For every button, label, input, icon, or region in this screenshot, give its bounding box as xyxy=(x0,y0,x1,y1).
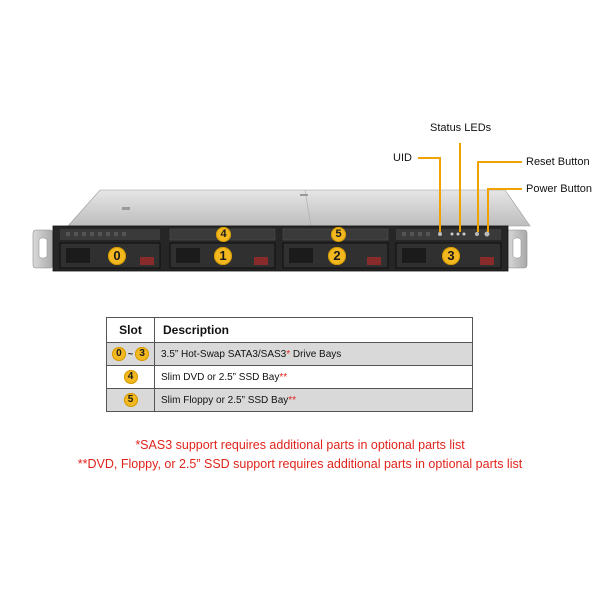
description-cell: Slim Floppy or 2.5” SSD Bay** xyxy=(154,388,473,412)
bay-badge-5: 5 xyxy=(331,227,346,242)
slot-range-separator: ~ xyxy=(127,349,134,359)
description-cell: Slim DVD or 2.5” SSD Bay** xyxy=(154,365,473,389)
slot-badge: 4 xyxy=(123,370,138,384)
table-row: 0 ~ 3 3.5” Hot-Swap SATA3/SAS3* Drive Ba… xyxy=(106,342,473,366)
slot-cell: 0 ~ 3 xyxy=(106,342,155,366)
table-header-row: Slot Description xyxy=(106,317,473,343)
status-leds-label: Status LEDs xyxy=(430,122,492,134)
footnote-sas3: *SAS3 support requires additional parts … xyxy=(135,438,465,452)
uid-label: UID xyxy=(393,152,412,164)
description-text: 3.5” Hot-Swap SATA3/SAS3 xyxy=(161,348,287,360)
slot-description-table: Slot Description 0 ~ 3 3.5” Hot-Swap SAT… xyxy=(106,317,473,412)
table-row: 5 Slim Floppy or 2.5” SSD Bay** xyxy=(106,388,473,412)
bay-badge-3: 3 xyxy=(442,247,460,265)
footnote-mark: ** xyxy=(279,371,288,383)
slot-badge: 5 xyxy=(123,393,138,407)
chassis-top-lid xyxy=(67,189,531,227)
description-text-suffix: Drive Bays xyxy=(290,348,342,360)
bay-badge-0: 0 xyxy=(108,247,126,265)
slot-badge-from: 0 xyxy=(111,347,126,361)
description-text: Slim DVD or 2.5” SSD Bay xyxy=(161,371,280,383)
slot-badge-to: 3 xyxy=(135,347,150,361)
table-row: 4 Slim DVD or 2.5” SSD Bay** xyxy=(106,365,473,389)
description-text: Slim Floppy or 2.5” SSD Bay xyxy=(161,394,289,406)
footnote-mark: ** xyxy=(288,394,297,406)
bay-badge-4: 4 xyxy=(216,227,231,242)
reset-button-label: Reset Button xyxy=(526,156,590,168)
description-column-header: Description xyxy=(154,317,473,343)
bay-badge-1: 1 xyxy=(214,247,232,265)
description-cell: 3.5” Hot-Swap SATA3/SAS3* Drive Bays xyxy=(154,342,473,366)
control-panel xyxy=(438,231,490,237)
bay-badge-2: 2 xyxy=(328,247,346,265)
reset-button-leader-line xyxy=(477,161,522,232)
uid-leader-line xyxy=(418,157,441,232)
power-button-label: Power Button xyxy=(526,183,593,195)
power-button-leader-line xyxy=(487,188,522,232)
slot-column-header: Slot xyxy=(106,317,155,343)
footnote-dvd-floppy-ssd: **DVD, Floppy, or 2.5” SSD support requi… xyxy=(77,457,523,471)
slot-cell: 4 xyxy=(106,365,155,389)
slot-cell: 5 xyxy=(106,388,155,412)
footnote-mark: * xyxy=(286,348,291,360)
